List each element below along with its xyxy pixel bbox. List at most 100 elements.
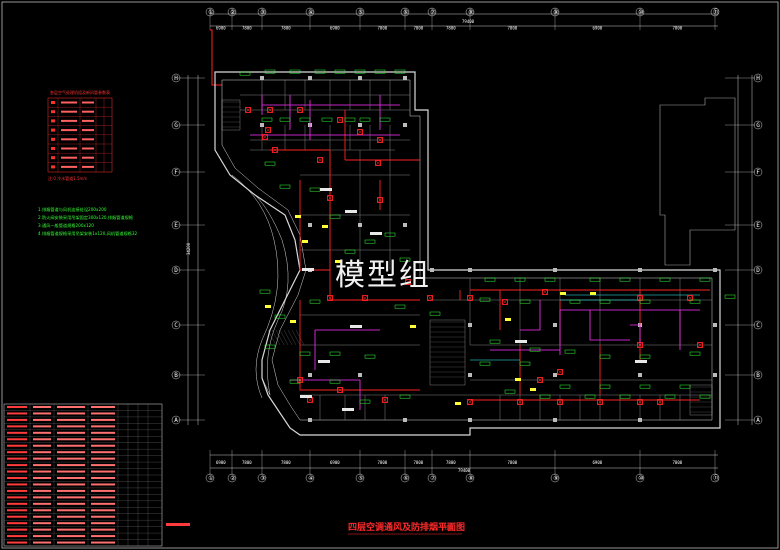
- equipment-tag: [264, 69, 276, 74]
- structural-column: [403, 76, 407, 80]
- equipment-tag: [394, 69, 406, 74]
- axis-bubble: [465, 473, 475, 483]
- equipment-tag: [564, 349, 576, 354]
- equipment-tag: [289, 69, 301, 74]
- equipment-symbol: [265, 305, 271, 308]
- equipment-tag: [664, 394, 676, 399]
- equipment-tags: [239, 69, 736, 411]
- axis-label-bottom: ⑦: [430, 475, 435, 482]
- air-diffuser: [697, 342, 703, 348]
- equipment-tag: [514, 277, 526, 282]
- equipment-symbol: [560, 292, 566, 295]
- axis-label-top: ⑧: [468, 9, 473, 16]
- equipment-symbol: [410, 325, 416, 328]
- equipment-tag: [599, 384, 611, 389]
- air-diffuser: [637, 399, 643, 405]
- stair-hatch: [221, 99, 713, 416]
- equipment-tag: [479, 361, 491, 366]
- notes-block: 1.排烟管道与风机连接处设200x200 2.防火阀安装采用吊架固定300x12…: [38, 206, 138, 237]
- axis-label-top: ⑤: [358, 9, 363, 16]
- equipment-symbol: [455, 402, 461, 405]
- axis-bubble: [257, 7, 267, 17]
- axis-bubble: [171, 320, 181, 330]
- dim-top: 6900: [593, 26, 603, 31]
- room-tag: [345, 210, 357, 213]
- equipment-tag: [264, 161, 276, 166]
- axis-bubble: [753, 167, 763, 177]
- equipment-tag: [529, 347, 541, 352]
- legend-table: 各层空气处理机组及新风管参数表 注:0 冷水管道1.5m/s: [47, 89, 113, 181]
- equipment-schedule: [3, 403, 190, 547]
- equipment-tag: [309, 299, 321, 304]
- room-tag: [635, 360, 647, 363]
- equipment-tag: [329, 351, 341, 356]
- axis-bubble: [171, 73, 181, 83]
- exhaust-duct: [520, 300, 541, 331]
- axis-bubble: [227, 473, 237, 483]
- dim-bottom: 7800: [673, 460, 683, 465]
- equipment-symbol: [590, 292, 596, 295]
- axis-bubble: [400, 473, 410, 483]
- axis-label-left: E: [174, 222, 178, 229]
- equipment-tag: [519, 361, 531, 366]
- equipment-tag: [274, 314, 286, 319]
- air-diffuser: [297, 107, 303, 113]
- axis-bubble: [427, 473, 437, 483]
- legend-code: [61, 110, 77, 113]
- axis-label-top: ⑩: [638, 9, 643, 16]
- structural-column: [308, 418, 312, 422]
- structural-column: [403, 123, 407, 127]
- axis-label-top: ⑨: [553, 9, 558, 16]
- axis-label-top: ②: [230, 9, 235, 16]
- axis-bubble: [171, 220, 181, 230]
- equipment-tag: [584, 394, 596, 399]
- axis-bubble: [400, 7, 410, 17]
- structural-column: [308, 76, 312, 80]
- air-diffuser: [427, 295, 433, 301]
- dim-bottom: 6900: [330, 460, 340, 465]
- axis-label-top: ③: [260, 9, 265, 16]
- equipment-tag: [544, 277, 556, 282]
- equipment-symbol: [302, 240, 308, 243]
- schedule-name: [7, 496, 27, 499]
- axis-bubble: [753, 220, 763, 230]
- axis-label-bottom: ①: [208, 475, 213, 482]
- axis-label-right: C: [756, 322, 760, 329]
- schedule-name: [7, 464, 27, 467]
- axis-label-bottom: ⑩: [638, 475, 643, 482]
- dim-bottom: 7800: [242, 460, 252, 465]
- schedule-name: [7, 489, 27, 492]
- structural-column: [468, 268, 472, 272]
- structural-column: [713, 373, 717, 377]
- equipment-tag: [374, 69, 386, 74]
- structural-column: [403, 418, 407, 422]
- axis-bubble: [550, 473, 560, 483]
- schedule-name: [7, 418, 27, 421]
- equipment-tag: [261, 117, 273, 122]
- dim-top: 7800: [281, 26, 291, 31]
- air-diffuser: [337, 117, 343, 123]
- equipment-symbol: [335, 260, 341, 263]
- schedule-name: [7, 457, 27, 460]
- equipment-tag: [309, 187, 321, 192]
- legend-swatch: [51, 147, 55, 150]
- room-tag: [350, 325, 362, 328]
- air-diffuser: [382, 397, 388, 403]
- air-diffuser: [337, 387, 343, 393]
- equipment-symbol: [505, 318, 511, 321]
- axis-bubble: [171, 167, 181, 177]
- schedule-name: [7, 470, 27, 473]
- legend-code: [61, 119, 77, 122]
- equipment-tag: [344, 117, 356, 122]
- equipment-tag: [489, 339, 501, 344]
- equipment-tag: [259, 289, 271, 294]
- axis-label-top: ①: [208, 9, 213, 16]
- watermark-text: 模型组: [335, 258, 431, 293]
- dim-bottom: 7800: [508, 460, 518, 465]
- equipment-tag: [504, 389, 516, 394]
- equipment-symbol: [290, 320, 296, 323]
- axis-label-top: ⑥: [403, 9, 408, 16]
